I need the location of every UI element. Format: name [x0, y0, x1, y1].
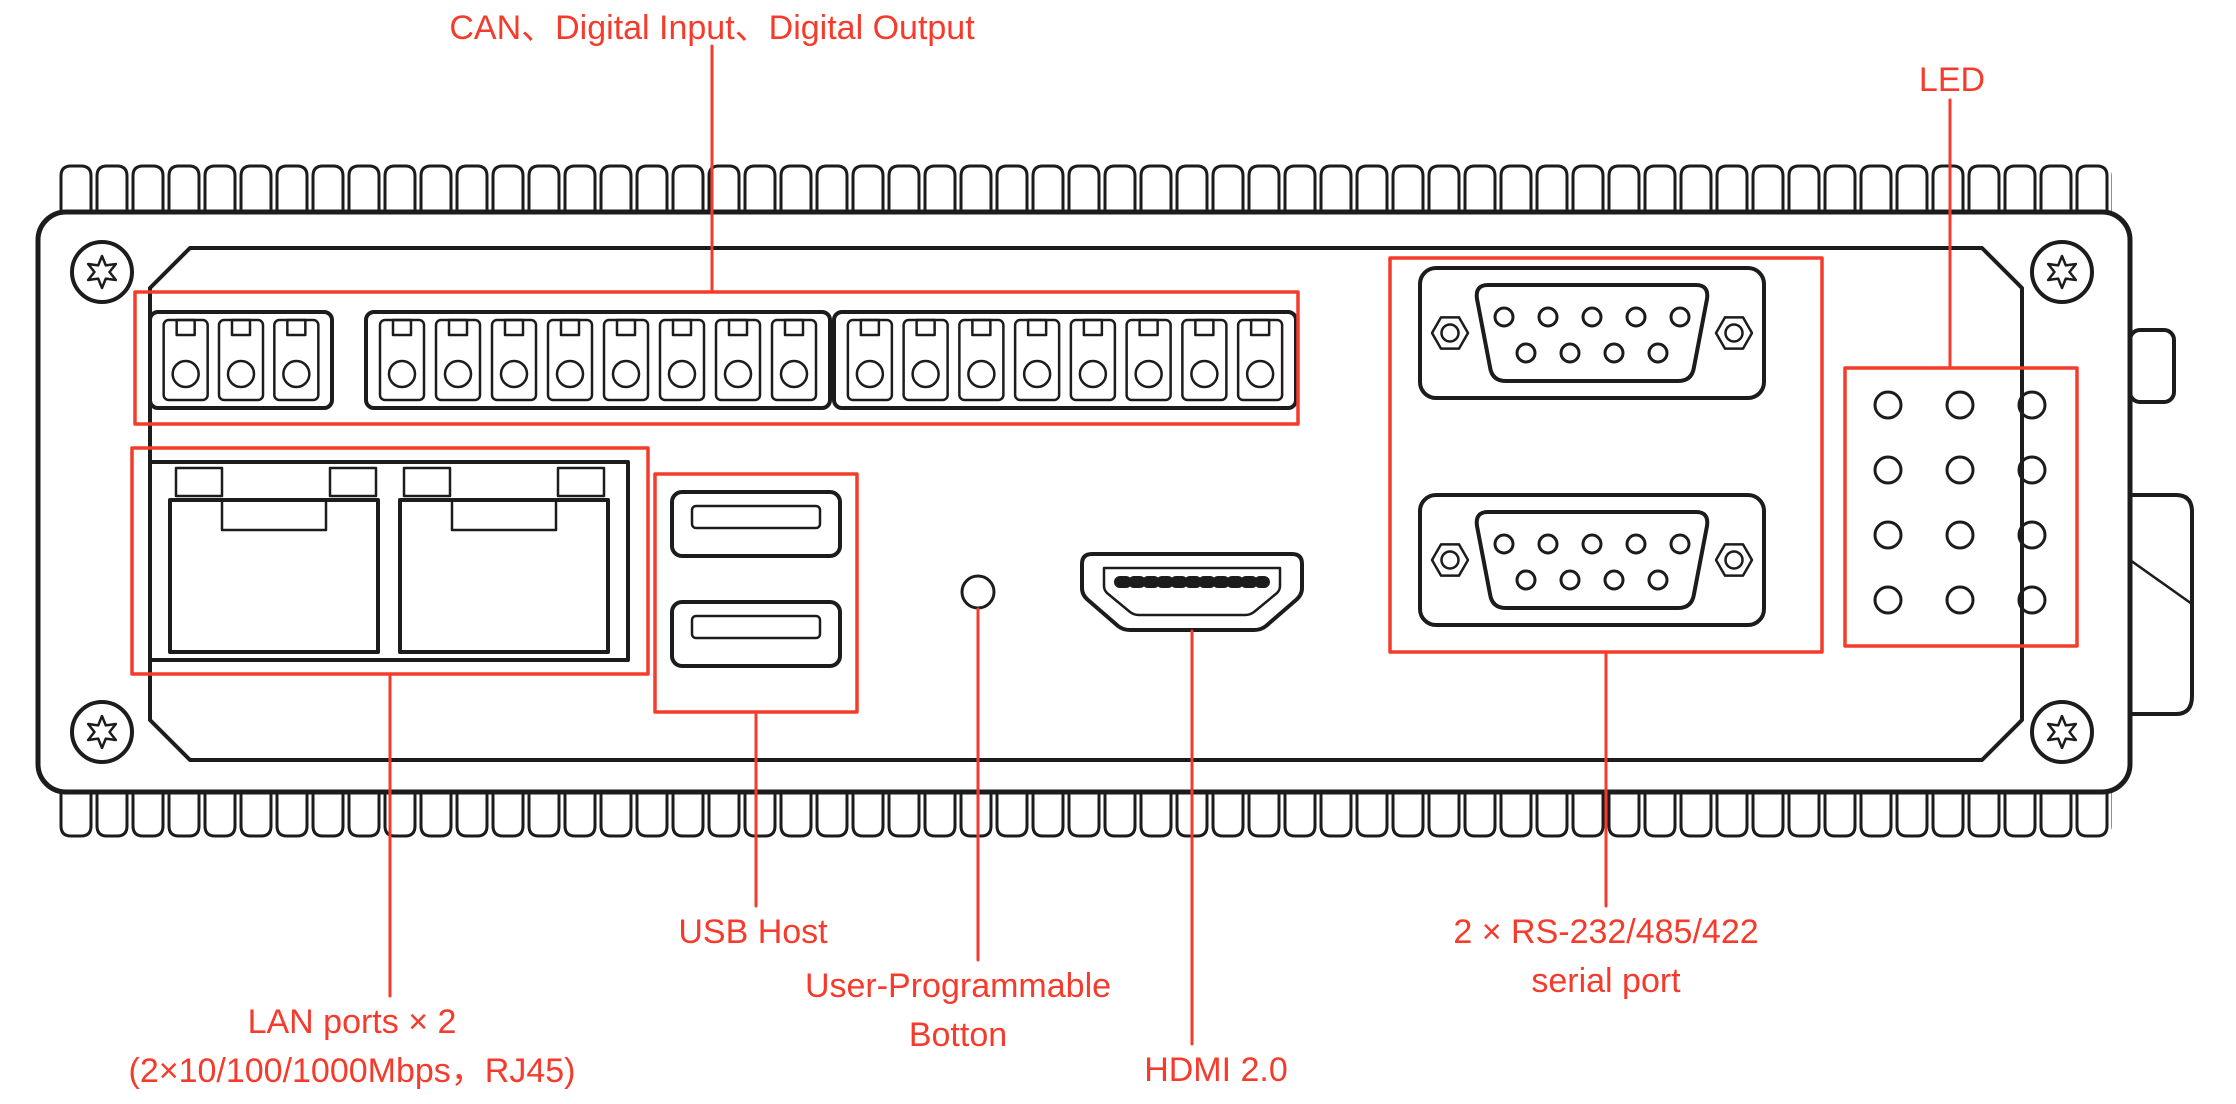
can-region-box: [133, 290, 1300, 426]
top-heatsink-fins: [58, 160, 2112, 214]
terminal-block: [832, 310, 1298, 410]
serial-port-top: [1418, 266, 1766, 400]
label-lan-line1: LAN ports × 2: [247, 1003, 457, 1041]
led-indicator: [1873, 455, 1903, 485]
label-user-button-line2: Botton: [908, 1016, 1008, 1055]
terminal-block: [364, 310, 832, 410]
rj45-jack-2: [398, 498, 610, 654]
side-mount-clip: [2128, 493, 2194, 716]
led-indicator: [2017, 455, 2047, 485]
label-user-button-line1: User-Programmable: [804, 967, 1112, 1005]
label-hdmi: HDMI 2.0: [1144, 1051, 1288, 1089]
led-indicator: [1873, 585, 1903, 615]
corner-screw-top-left: [70, 240, 134, 304]
lan-led-window: [556, 466, 606, 498]
led-indicator: [1945, 585, 1975, 615]
lan-led-window: [328, 466, 378, 498]
label-usb-host: USB Host: [678, 913, 828, 951]
led-grid: [1873, 390, 2047, 615]
lan-region-box: [130, 446, 650, 676]
corner-screw-bottom-left: [70, 700, 134, 764]
chassis: [35, 160, 2194, 842]
corner-screw-top-right: [2030, 240, 2094, 304]
led-indicator: [2017, 520, 2047, 550]
usb-port-top: [670, 490, 842, 558]
usb-region-box: [653, 472, 859, 714]
led-indicator: [1945, 520, 1975, 550]
chassis-body: [35, 209, 2133, 795]
led-indicator: [2017, 585, 2047, 615]
led-indicator: [2017, 390, 2047, 420]
label-serial-line1: 2 × RS-232/485/422: [1453, 913, 1759, 951]
rj45-lan-ports: [148, 460, 630, 662]
led-indicator: [1945, 455, 1975, 485]
led-indicator: [1873, 520, 1903, 550]
label-serial-line2: serial port: [1531, 962, 1681, 1001]
label-can-digital-io: CAN、Digital Input、Digital Output: [449, 9, 975, 47]
label-lan: LAN ports × 2 (2×10/100/1000Mbps，RJ45): [129, 998, 576, 1097]
side-connector-top: [2128, 328, 2176, 404]
usb-ports: [670, 490, 842, 668]
led-indicator: [1945, 390, 1975, 420]
rj45-jack-1: [168, 498, 380, 654]
label-user-button: User-Programmable Botton: [805, 962, 1111, 1061]
label-led: LED: [1918, 61, 1986, 99]
front-panel: [148, 246, 2024, 762]
hdmi-port: [1080, 552, 1304, 632]
label-lan-line2: (2×10/100/1000Mbps，RJ45): [128, 1052, 576, 1091]
lan-led-window: [402, 466, 452, 498]
label-serial: 2 × RS-232/485/422 serial port: [1453, 908, 1758, 1007]
usb-port-bottom: [670, 600, 842, 668]
serial-port-bottom: [1418, 493, 1766, 627]
led-indicator: [1873, 390, 1903, 420]
corner-screw-bottom-right: [2030, 700, 2094, 764]
lan-led-window: [174, 466, 224, 498]
led-region-box: [1843, 366, 2079, 648]
terminal-block: [148, 310, 334, 410]
terminal-blocks: [148, 310, 1298, 410]
bottom-heatsink-fins: [58, 790, 2112, 842]
user-button: [960, 574, 996, 610]
side-clip-detail: [2128, 558, 2194, 606]
